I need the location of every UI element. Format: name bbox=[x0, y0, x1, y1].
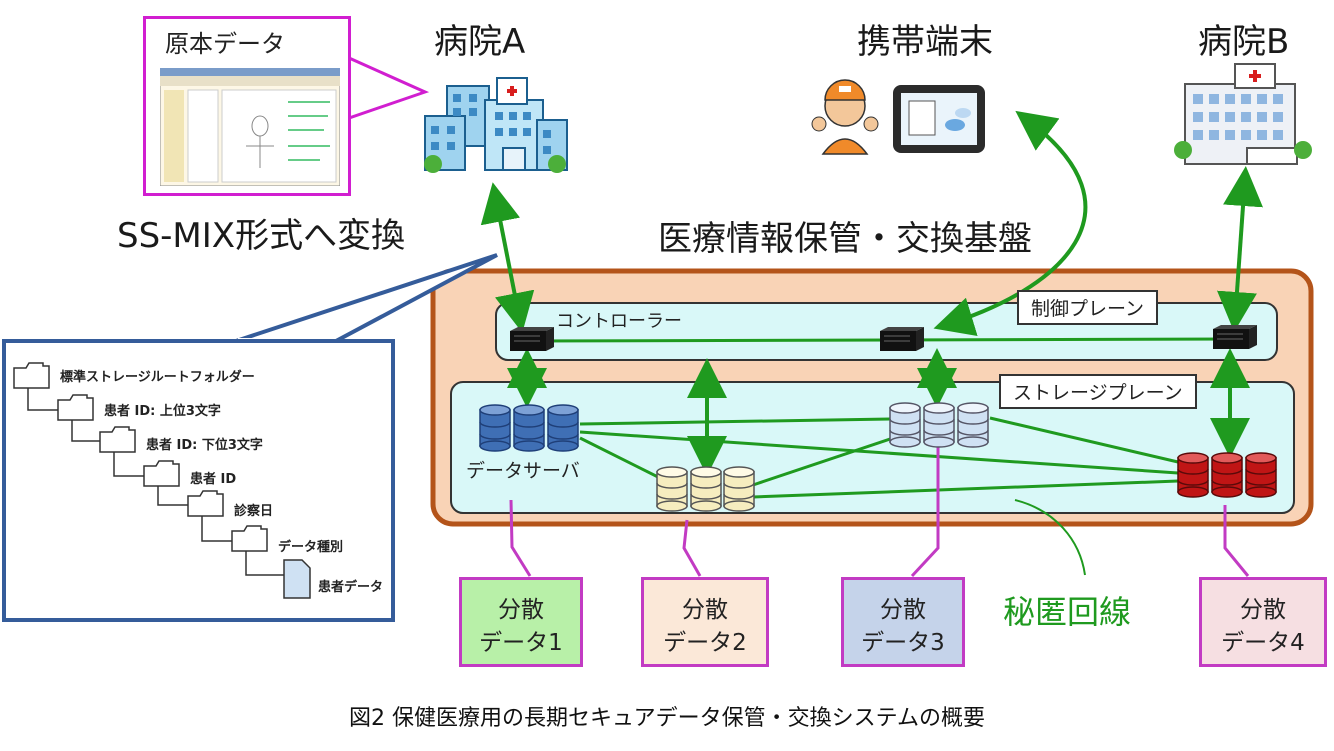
hospital-b-icon bbox=[1174, 63, 1312, 165]
distributed-data-2: 分散 データ2 bbox=[641, 577, 769, 667]
tree-item-root: 標準ストレージルートフォルダー bbox=[60, 370, 255, 385]
dist-1-line1: 分散 bbox=[498, 597, 544, 623]
dist-4-line1: 分散 bbox=[1240, 597, 1286, 623]
hospital-b-label: 病院B bbox=[1198, 22, 1290, 62]
distributed-data-1: 分散 データ1 bbox=[459, 577, 583, 667]
db-cluster-red bbox=[1177, 452, 1277, 498]
controller-label: コントローラー bbox=[556, 311, 682, 332]
db-cluster-blue bbox=[479, 404, 579, 452]
mobile-label: 携帯端末 bbox=[857, 22, 993, 62]
data-server-label: データサーバ bbox=[466, 460, 580, 482]
secret-line-label: 秘匿回線 bbox=[1003, 593, 1132, 631]
storage-plane-label: ストレージプレーン bbox=[999, 374, 1197, 409]
dist-3-line2: データ3 bbox=[861, 630, 945, 656]
convert-label: SS-MIX形式へ変換 bbox=[117, 216, 406, 256]
person-icon bbox=[811, 79, 879, 155]
tree-item-data-type: データ種別 bbox=[278, 540, 344, 555]
control-plane-label: 制御プレーン bbox=[1017, 290, 1159, 325]
hospital-a-icon bbox=[424, 77, 568, 173]
distributed-data-3: 分散 データ3 bbox=[841, 577, 965, 667]
dist-callout-lines bbox=[509, 445, 1250, 578]
controller-servers bbox=[510, 325, 1257, 351]
secret-line-pointer bbox=[1014, 499, 1086, 576]
tree-item-patient-id: 患者 ID bbox=[190, 472, 237, 487]
tree-item-patient-data: 患者データ bbox=[318, 580, 384, 595]
arrows bbox=[480, 110, 1263, 476]
dist-2-line2: データ2 bbox=[663, 630, 747, 656]
distributed-data-4: 分散 データ4 bbox=[1199, 577, 1327, 667]
figure-caption: 図2 保健医療用の長期セキュアデータ保管・交換システムの概要 bbox=[349, 706, 985, 731]
original-data-label: 原本データ bbox=[165, 30, 285, 58]
dist-1-line2: データ1 bbox=[479, 630, 563, 656]
original-callout-tail bbox=[347, 55, 430, 121]
tablet-icon bbox=[893, 85, 985, 153]
db-cluster-cream bbox=[656, 466, 755, 512]
dist-2-line1: 分散 bbox=[682, 597, 728, 623]
ehr-thumbnail-overlay bbox=[160, 68, 340, 186]
db-cluster-light bbox=[889, 402, 989, 448]
platform-label: 医療情報保管・交換基盤 bbox=[658, 219, 1032, 259]
tree-item-visit-date: 診察日 bbox=[234, 504, 274, 519]
storage-interconnect bbox=[579, 416, 1179, 499]
dist-4-line2: データ4 bbox=[1221, 630, 1305, 656]
tree-item-id-upper: 患者 ID: 上位3文字 bbox=[104, 404, 221, 419]
dist-3-line1: 分散 bbox=[880, 597, 926, 623]
tree-item-id-lower: 患者 ID: 下位3文字 bbox=[146, 438, 263, 453]
hospital-a-label: 病院A bbox=[434, 22, 526, 62]
